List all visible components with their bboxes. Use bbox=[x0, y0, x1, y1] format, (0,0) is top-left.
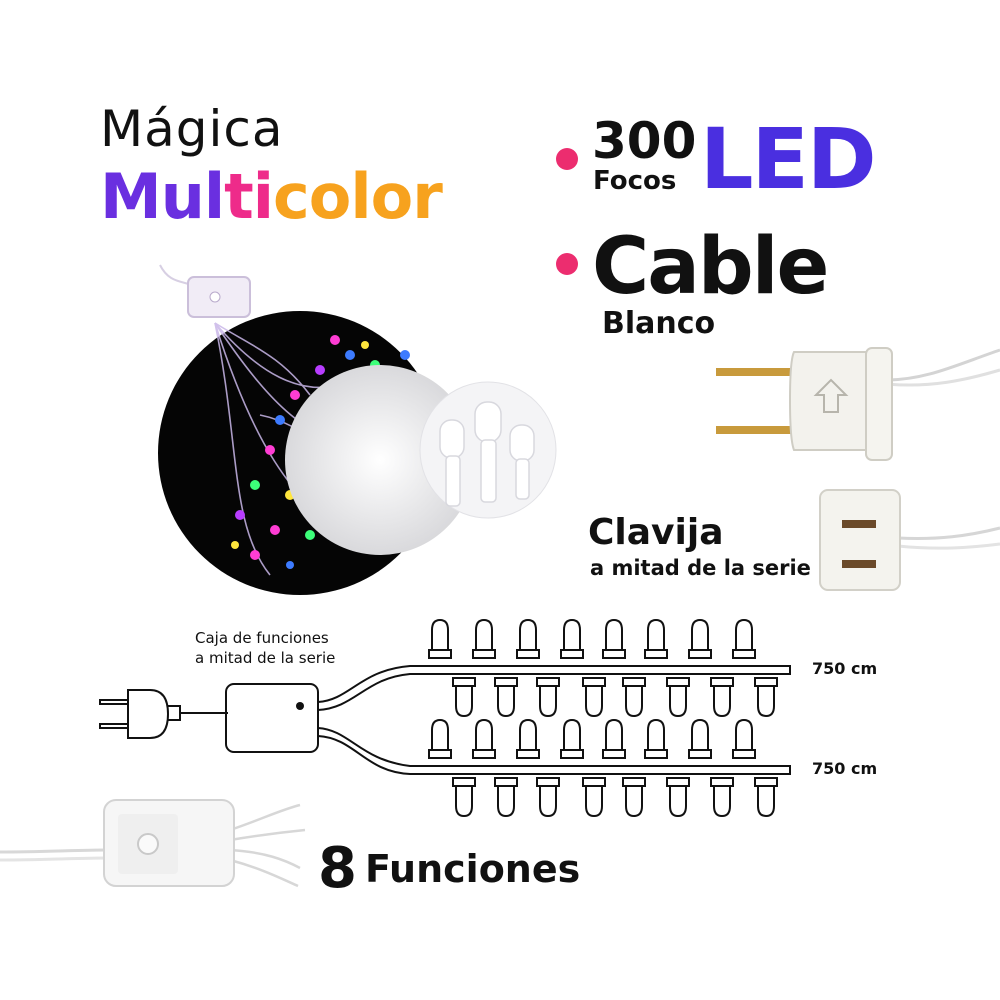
bulb-icon bbox=[536, 677, 560, 718]
bulb-icon bbox=[428, 618, 452, 659]
connector-subtitle: a mitad de la serie bbox=[590, 556, 811, 580]
title-part-1: Mul bbox=[100, 160, 225, 233]
bulb-icon bbox=[428, 718, 452, 759]
title-part-2: ti bbox=[224, 160, 274, 233]
bulb-closeup-inset bbox=[285, 365, 475, 555]
led-label: LED bbox=[700, 110, 877, 208]
diagram-plug-icon bbox=[99, 689, 181, 739]
light-ball-photo bbox=[158, 264, 475, 595]
cable-label: Cable bbox=[592, 222, 829, 312]
bulb-icon bbox=[452, 677, 476, 718]
bulb-icon bbox=[582, 777, 606, 818]
bulb-icon bbox=[754, 777, 778, 818]
wiring-diagram bbox=[99, 618, 791, 818]
bulb-icon bbox=[666, 677, 690, 718]
connector-title: Clavija bbox=[588, 512, 724, 553]
bulb-icon bbox=[602, 618, 626, 659]
bulb-icon bbox=[622, 777, 646, 818]
bulb-icon bbox=[688, 618, 712, 659]
led-count: 300 bbox=[592, 112, 697, 170]
bulb-icon bbox=[494, 777, 518, 818]
functions-number: 8 bbox=[318, 836, 357, 901]
bulb-icon bbox=[644, 718, 668, 759]
bulb-icon bbox=[494, 677, 518, 718]
functions-text: Funciones bbox=[364, 846, 581, 891]
bulb-icon bbox=[710, 677, 734, 718]
bulb-icon bbox=[516, 718, 540, 759]
title-line-2: Multicolor bbox=[100, 160, 443, 233]
bulb-icon bbox=[732, 618, 756, 659]
bulb-icon bbox=[472, 618, 496, 659]
control-box-icon bbox=[0, 799, 306, 888]
bulb-icon bbox=[582, 677, 606, 718]
bulb-icon bbox=[688, 718, 712, 759]
bulb-icon bbox=[754, 677, 778, 718]
plug-icon bbox=[716, 347, 1000, 461]
title-part-3: co bbox=[272, 160, 351, 233]
bulb-icon bbox=[644, 618, 668, 659]
bulb-icon bbox=[602, 718, 626, 759]
title-part-4: lor bbox=[350, 160, 442, 233]
length-label-bottom: 750 cm bbox=[812, 759, 878, 778]
bulb-icon bbox=[516, 618, 540, 659]
bulb-icon bbox=[622, 677, 646, 718]
bullet-dot-1 bbox=[556, 148, 578, 170]
white-bulbs-closeup bbox=[419, 381, 557, 519]
bulb-icon bbox=[536, 777, 560, 818]
length-label-top: 750 cm bbox=[812, 659, 878, 678]
bulb-icon bbox=[560, 718, 584, 759]
diagram-control-box-icon bbox=[225, 683, 319, 753]
cable-color: Blanco bbox=[602, 306, 716, 341]
bulb-icon bbox=[666, 777, 690, 818]
bulb-icon bbox=[452, 777, 476, 818]
bulb-icon bbox=[560, 618, 584, 659]
socket-icon bbox=[819, 489, 1000, 591]
control-box-label: Caja de funciones a mitad de la serie bbox=[195, 628, 335, 668]
mini-control-box-icon bbox=[159, 264, 251, 318]
bulb-icon bbox=[732, 718, 756, 759]
control-box-label-line1: Caja de funciones bbox=[195, 629, 329, 647]
control-box-label-line2: a mitad de la serie bbox=[195, 649, 336, 667]
bulb-icon bbox=[710, 777, 734, 818]
title-line-1: Mágica bbox=[100, 100, 284, 158]
led-count-unit: Focos bbox=[593, 166, 677, 196]
bullet-dot-2 bbox=[556, 253, 578, 275]
bulb-icon bbox=[472, 718, 496, 759]
